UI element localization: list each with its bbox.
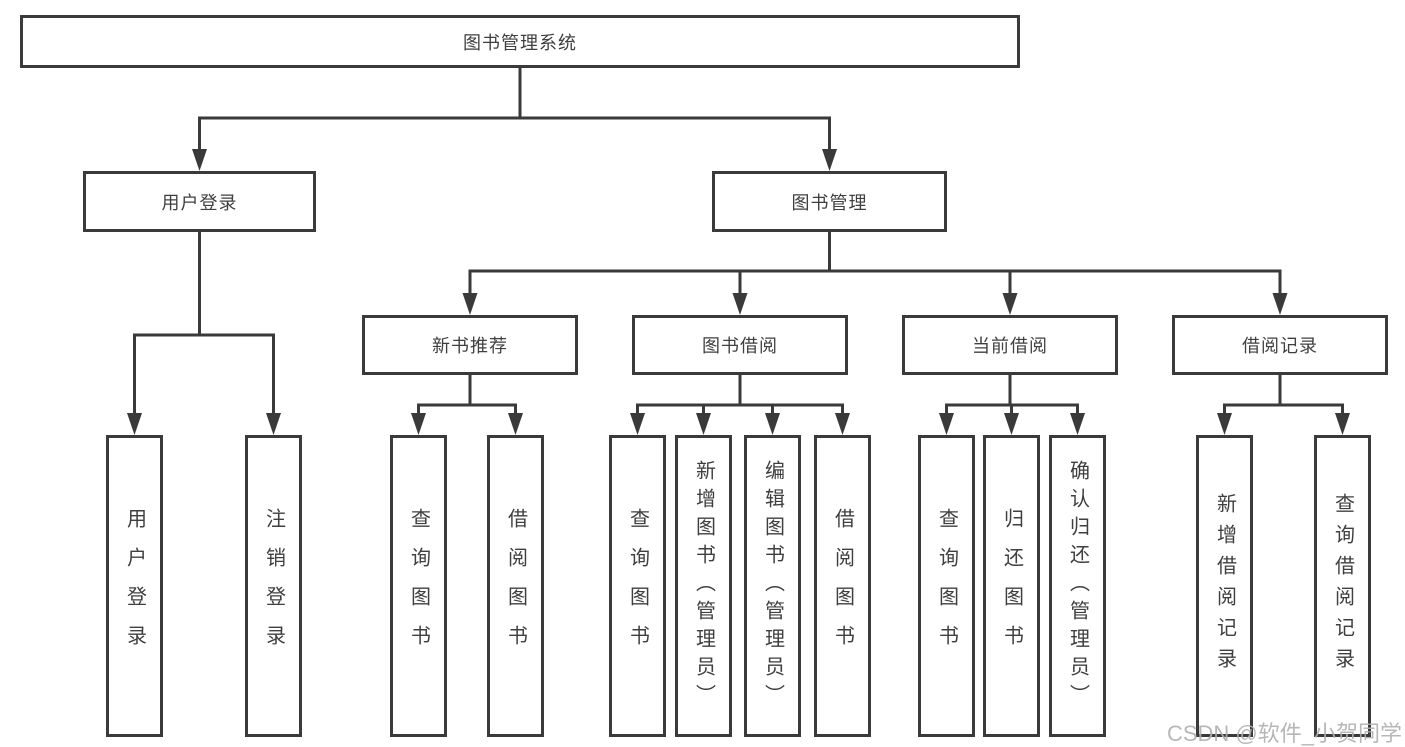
leaf-borrow-book-1-label: 借阅图书 <box>504 508 527 664</box>
leaf-edit-book-admin: 编辑图书（管理员） <box>744 435 801 737</box>
node-new-book-recommend-label: 新书推荐 <box>432 336 508 356</box>
leaf-borrow-book-1: 借阅图书 <box>487 435 544 737</box>
leaf-search-book-1-label: 查询图书 <box>407 508 430 664</box>
leaf-logout-label: 注销登录 <box>262 508 285 664</box>
leaf-add-borrow-record: 新增借阅记录 <box>1196 435 1253 737</box>
leaf-user-login-label: 用户登录 <box>123 508 146 664</box>
leaf-add-book-admin: 新增图书（管理员） <box>675 435 732 737</box>
node-book-management: 图书管理 <box>712 171 947 232</box>
node-root: 图书管理系统 <box>20 15 1020 68</box>
node-book-management-label: 图书管理 <box>791 192 868 213</box>
leaf-confirm-return-admin-label: 确认归还（管理员） <box>1066 460 1089 712</box>
leaf-add-borrow-record-label: 新增借阅记录 <box>1213 493 1236 679</box>
leaf-logout: 注销登录 <box>245 435 302 737</box>
node-book-borrow-label: 图书借阅 <box>702 336 778 356</box>
leaf-search-book-1: 查询图书 <box>390 435 447 737</box>
node-current-borrow: 当前借阅 <box>902 315 1118 375</box>
leaf-search-borrow-record: 查询借阅记录 <box>1314 435 1371 737</box>
leaf-add-book-admin-label: 新增图书（管理员） <box>692 460 715 712</box>
leaf-return-book: 归还图书 <box>983 435 1040 737</box>
leaf-borrow-book-2-label: 借阅图书 <box>831 508 854 664</box>
node-user-login-label: 用户登录 <box>161 192 238 213</box>
leaf-confirm-return-admin: 确认归还（管理员） <box>1049 435 1106 737</box>
leaf-search-book-2-label: 查询图书 <box>626 508 649 664</box>
leaf-search-borrow-record-label: 查询借阅记录 <box>1331 493 1354 679</box>
leaf-search-book-3-label: 查询图书 <box>935 508 958 664</box>
node-book-borrow: 图书借阅 <box>632 315 848 375</box>
leaf-search-book-2: 查询图书 <box>609 435 666 737</box>
leaf-search-book-3: 查询图书 <box>918 435 975 737</box>
leaf-borrow-book-2: 借阅图书 <box>814 435 871 737</box>
leaf-return-book-label: 归还图书 <box>1000 508 1023 664</box>
node-new-book-recommend: 新书推荐 <box>362 315 578 375</box>
node-borrow-records: 借阅记录 <box>1172 315 1388 375</box>
node-user-login: 用户登录 <box>83 171 316 232</box>
leaf-user-login: 用户登录 <box>106 435 163 737</box>
csdn-watermark: CSDN @软件_小贺同学 <box>1166 721 1402 746</box>
node-current-borrow-label: 当前借阅 <box>972 336 1048 356</box>
node-root-label: 图书管理系统 <box>463 32 577 53</box>
node-borrow-records-label: 借阅记录 <box>1242 336 1318 356</box>
leaf-edit-book-admin-label: 编辑图书（管理员） <box>761 460 784 712</box>
